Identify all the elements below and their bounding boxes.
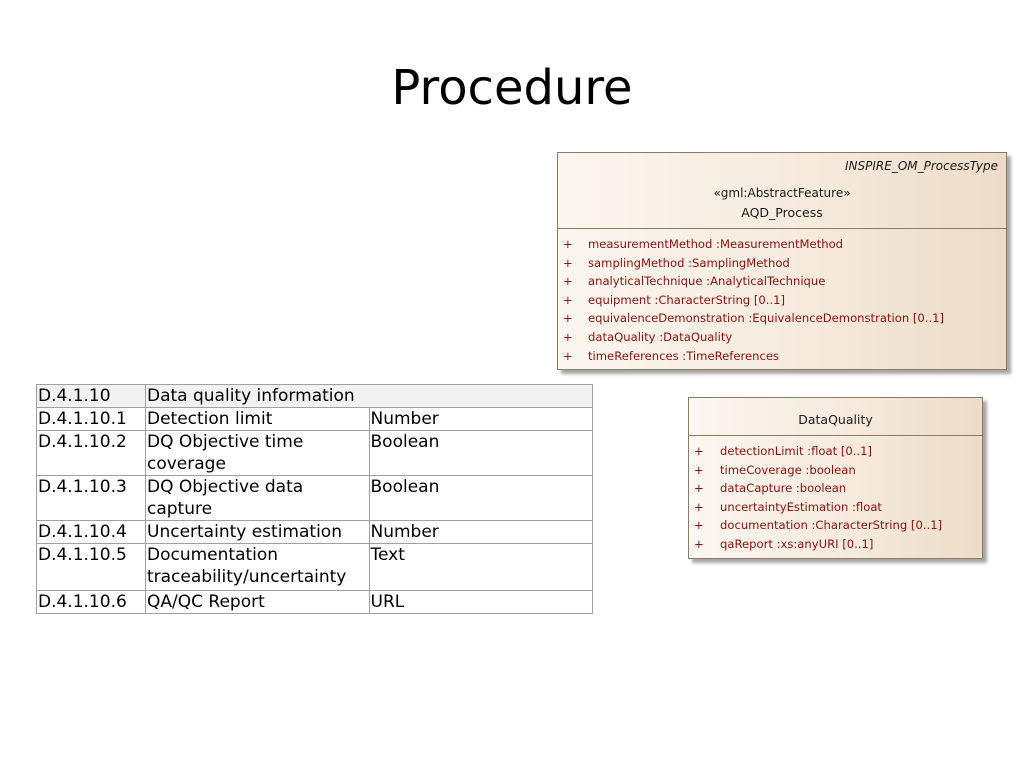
uml-attribute: + analyticalTechnique :AnalyticalTechniqu… [558, 272, 1006, 291]
uml-attribute-text: samplingMethod :SamplingMethod [588, 255, 790, 270]
table-row: D.4.1.10.1 Detection limit Number [36, 407, 593, 431]
uml-class-header: DataQuality [689, 398, 982, 436]
uml-attribute: + dataCapture :boolean [689, 479, 982, 498]
uml-attribute-text: equipment :CharacterString [0..1] [588, 292, 786, 307]
uml-class-header: INSPIRE_OM_ProcessType «gml:AbstractFeat… [558, 153, 1006, 229]
uml-attribute: + timeReferences :TimeReferences [558, 347, 1006, 366]
table-cell-id: D.4.1.10 [36, 384, 146, 408]
visibility-marker: + [563, 255, 573, 270]
uml-attribute: + uncertaintyEstimation :float [689, 498, 982, 517]
visibility-marker: + [694, 536, 704, 551]
uml-class-name: AQD_Process [741, 205, 823, 220]
visibility-marker: + [563, 274, 573, 289]
table-cell-type: Text [368, 543, 593, 591]
table-cell-type: Number [368, 520, 593, 544]
visibility-marker: + [694, 444, 704, 458]
uml-attribute: + timeCoverage :boolean [689, 461, 982, 480]
table-cell-section-title: Data quality information [145, 384, 593, 408]
uml-attribute: + equipment :CharacterString [0..1] [558, 291, 1006, 310]
uml-class-dataquality: DataQuality + detectionLimit :float [0..1… [688, 397, 983, 559]
table-cell-name: Documentation traceability/uncertainty [145, 543, 370, 591]
table-cell-id: D.4.1.10.6 [36, 590, 146, 614]
uml-attribute-list: + measurementMethod :MeasurementMethod + s… [558, 229, 1006, 365]
visibility-marker: + [563, 311, 573, 326]
visibility-marker: + [694, 518, 704, 533]
visibility-marker: + [694, 481, 704, 496]
table-cell-id: D.4.1.10.2 [36, 430, 146, 476]
uml-stereotype: «gml:AbstractFeature» [713, 186, 851, 200]
uml-attribute-text: timeReferences :TimeReferences [588, 348, 780, 363]
uml-attribute: + detectionLimit :float [0..1] [689, 442, 982, 461]
uml-attribute-list: + detectionLimit :float [0..1] + timeCover… [689, 436, 982, 554]
uml-attribute-text: measurementMethod :MeasurementMethod [588, 237, 844, 251]
uml-attribute: + qaReport :xs:anyURI [0..1] [689, 535, 982, 554]
visibility-marker: + [563, 292, 573, 307]
table-cell-id: D.4.1.10.1 [36, 407, 146, 431]
uml-attribute-text: detectionLimit :float [0..1] [720, 444, 872, 458]
table-cell-type: URL [368, 590, 593, 614]
uml-attribute: + samplingMethod :SamplingMethod [558, 254, 1006, 273]
visibility-marker: + [563, 348, 573, 363]
visibility-marker: + [694, 499, 704, 514]
table-cell-name: DQ Objective data capture [145, 475, 370, 521]
table-cell-name: QA/QC Report [145, 590, 370, 614]
table-row: D.4.1.10.4 Uncertainty estimation Number [36, 520, 593, 544]
table-cell-name: Detection limit [145, 407, 370, 431]
uml-attribute-text: timeCoverage :boolean [720, 462, 856, 477]
uml-attribute: + dataQuality :DataQuality [558, 328, 1006, 347]
table-header-row: D.4.1.10 Data quality information [36, 384, 593, 408]
uml-attribute-text: dataCapture :boolean [720, 481, 847, 496]
uml-attribute-text: dataQuality :DataQuality [588, 329, 733, 344]
table-cell-id: D.4.1.10.3 [36, 475, 146, 521]
table-cell-type: Boolean [368, 430, 593, 476]
uml-attribute: + documentation :CharacterString [0..1] [689, 516, 982, 535]
visibility-marker: + [694, 462, 704, 477]
uml-attribute: + measurementMethod :MeasurementMethod [558, 235, 1006, 254]
table-row: D.4.1.10.2 DQ Objective time coverage Bo… [36, 430, 593, 476]
uml-attribute-text: qaReport :xs:anyURI [0..1] [720, 536, 874, 551]
uml-class-aqd-process: INSPIRE_OM_ProcessType «gml:AbstractFeat… [557, 152, 1007, 370]
table-cell-id: D.4.1.10.4 [36, 520, 146, 544]
uml-attribute-text: documentation :CharacterString [0..1] [720, 518, 943, 533]
table-cell-name: Uncertainty estimation [145, 520, 370, 544]
visibility-marker: + [563, 329, 573, 344]
table-row: D.4.1.10.6 QA/QC Report URL [36, 590, 593, 614]
table-row: D.4.1.10.5 Documentation traceability/un… [36, 543, 593, 591]
table-cell-type: Boolean [368, 475, 593, 521]
uml-attribute-text: equivalenceDemonstration :EquivalenceDem… [588, 311, 945, 326]
table-cell-type: Number [368, 407, 593, 431]
uml-attribute-text: uncertaintyEstimation :float [720, 499, 882, 514]
uml-attribute: + equivalenceDemonstration :EquivalenceDe… [558, 309, 1006, 328]
uml-attribute-text: analyticalTechnique :AnalyticalTechnique [588, 274, 826, 289]
table-cell-name: DQ Objective time coverage [145, 430, 370, 476]
table-cell-id: D.4.1.10.5 [36, 543, 146, 591]
uml-tagged-value: INSPIRE_OM_ProcessType [844, 159, 998, 173]
visibility-marker: + [563, 237, 573, 251]
uml-class-name: DataQuality [798, 412, 873, 427]
table-row: D.4.1.10.3 DQ Objective data capture Boo… [36, 475, 593, 521]
slide-title: Procedure [391, 60, 633, 116]
data-quality-table: D.4.1.10 Data quality information D.4.1.… [36, 384, 593, 614]
